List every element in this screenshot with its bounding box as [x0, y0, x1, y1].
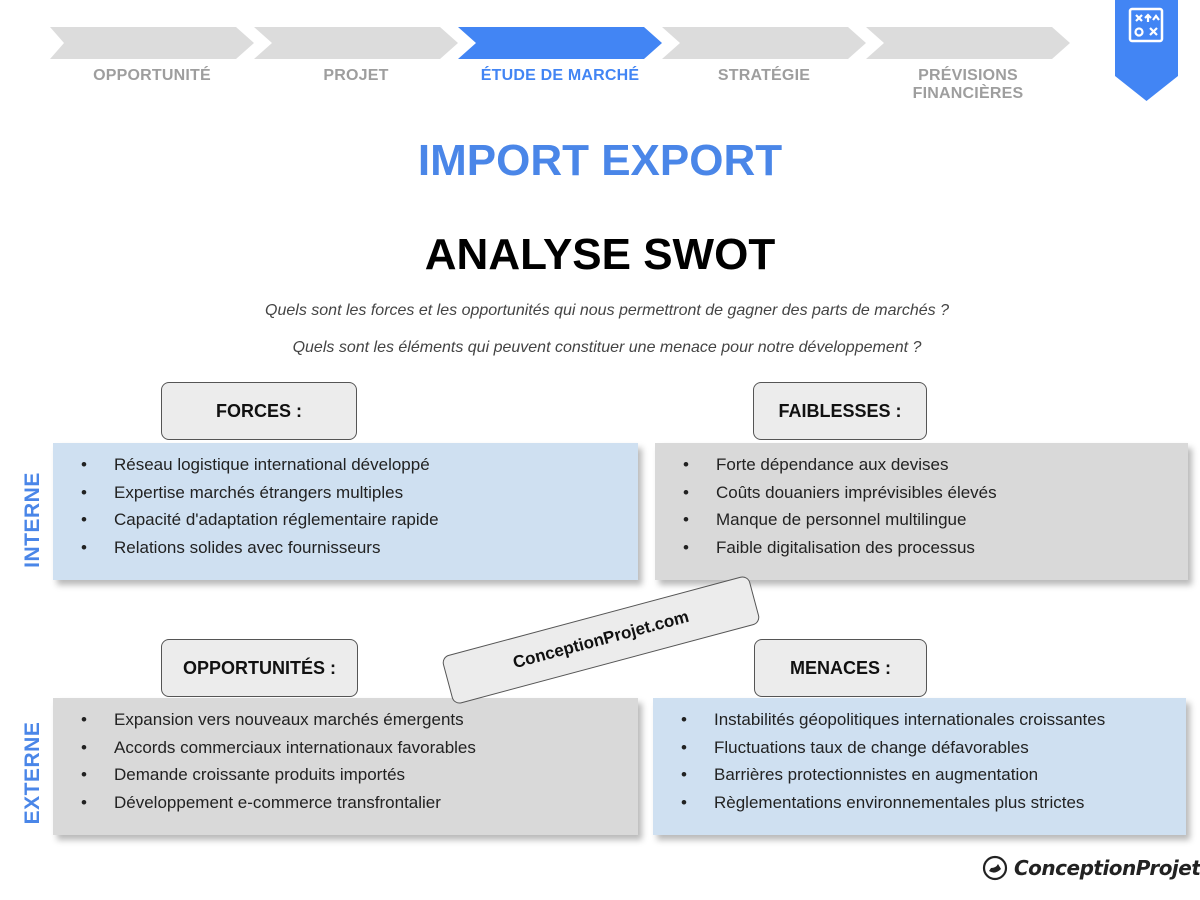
step-chevron: [662, 27, 866, 59]
step-label: OPPORTUNITÉ: [93, 67, 211, 84]
forces-list: Réseau logistique international développ…: [81, 451, 628, 561]
external-axis-label: EXTERNE: [21, 721, 44, 825]
list-item: Capacité d'adaptation réglementaire rapi…: [81, 506, 628, 534]
step-opportunite[interactable]: OPPORTUNITÉ: [50, 27, 254, 87]
menaces-header: MENACES :: [754, 639, 927, 697]
guiding-question: Quels sont les éléments qui peuvent cons…: [292, 339, 922, 356]
faiblesses-box: Forte dépendance aux devises Coûts douan…: [655, 443, 1188, 580]
menaces-list: Instabilités géopolitiques international…: [681, 706, 1176, 816]
brand-logo[interactable]: ConceptionProjet: [982, 848, 1200, 888]
step-etude-de-marche[interactable]: ÉTUDE DE MARCHÉ: [458, 27, 662, 87]
guiding-question: Quels sont les forces et les opportunité…: [265, 302, 949, 319]
section-bookmark: [1115, 0, 1178, 101]
step-chevron: [458, 27, 662, 59]
step-previsions-financieres[interactable]: PRÉVISIONS FINANCIÈRES: [866, 27, 1070, 102]
list-item: Accords commerciaux internationaux favor…: [81, 734, 628, 762]
list-item: Faible digitalisation des processus: [683, 534, 1178, 562]
list-item: Coûts douaniers imprévisibles élevés: [683, 479, 1178, 507]
list-item: Demande croissante produits importés: [81, 761, 628, 789]
forces-box: Réseau logistique international développ…: [53, 443, 638, 580]
opportunites-box: Expansion vers nouveaux marchés émergent…: [53, 698, 638, 835]
list-item: Expansion vers nouveaux marchés émergent…: [81, 706, 628, 734]
menaces-box: Instabilités géopolitiques international…: [653, 698, 1186, 835]
list-item: Réseau logistique international développ…: [81, 451, 628, 479]
internal-axis-label: INTERNE: [21, 472, 44, 568]
progress-steps: OPPORTUNITÉ PROJET ÉTUDE DE MARCHÉ STRAT…: [50, 27, 1100, 102]
list-item: Manque de personnel multilingue: [683, 506, 1178, 534]
list-item: Relations solides avec fournisseurs: [81, 534, 628, 562]
watermark: ConceptionProjet.com: [440, 574, 762, 706]
logo-icon: [982, 855, 1008, 881]
page-subtitle: ANALYSE SWOT: [424, 230, 776, 279]
list-item: Expertise marchés étrangers multiples: [81, 479, 628, 507]
page-title: IMPORT EXPORT: [417, 136, 783, 185]
step-chevron: [50, 27, 254, 59]
strategy-board-icon: [1128, 7, 1164, 43]
list-item: Règlementations environnementales plus s…: [681, 789, 1176, 817]
opportunites-list: Expansion vers nouveaux marchés émergent…: [81, 706, 628, 816]
step-label: PRÉVISIONS FINANCIÈRES: [912, 67, 1024, 102]
step-chevron: [254, 27, 458, 59]
list-item: Instabilités géopolitiques international…: [681, 706, 1176, 734]
logo-text: ConceptionProjet: [1014, 856, 1200, 880]
list-item: Forte dépendance aux devises: [683, 451, 1178, 479]
step-strategie[interactable]: STRATÉGIE: [662, 27, 866, 87]
opportunites-header: OPPORTUNITÉS :: [161, 639, 358, 697]
forces-header: FORCES :: [161, 382, 357, 440]
faiblesses-list: Forte dépendance aux devises Coûts douan…: [683, 451, 1178, 561]
faiblesses-header: FAIBLESSES :: [753, 382, 927, 440]
step-projet[interactable]: PROJET: [254, 27, 458, 87]
list-item: Barrières protectionnistes en augmentati…: [681, 761, 1176, 789]
list-item: Développement e-commerce transfrontalier: [81, 789, 628, 817]
list-item: Fluctuations taux de change défavorables: [681, 734, 1176, 762]
step-label: PROJET: [323, 67, 389, 84]
step-label: STRATÉGIE: [717, 67, 811, 84]
step-label: ÉTUDE DE MARCHÉ: [480, 67, 640, 84]
step-chevron: [866, 27, 1070, 59]
